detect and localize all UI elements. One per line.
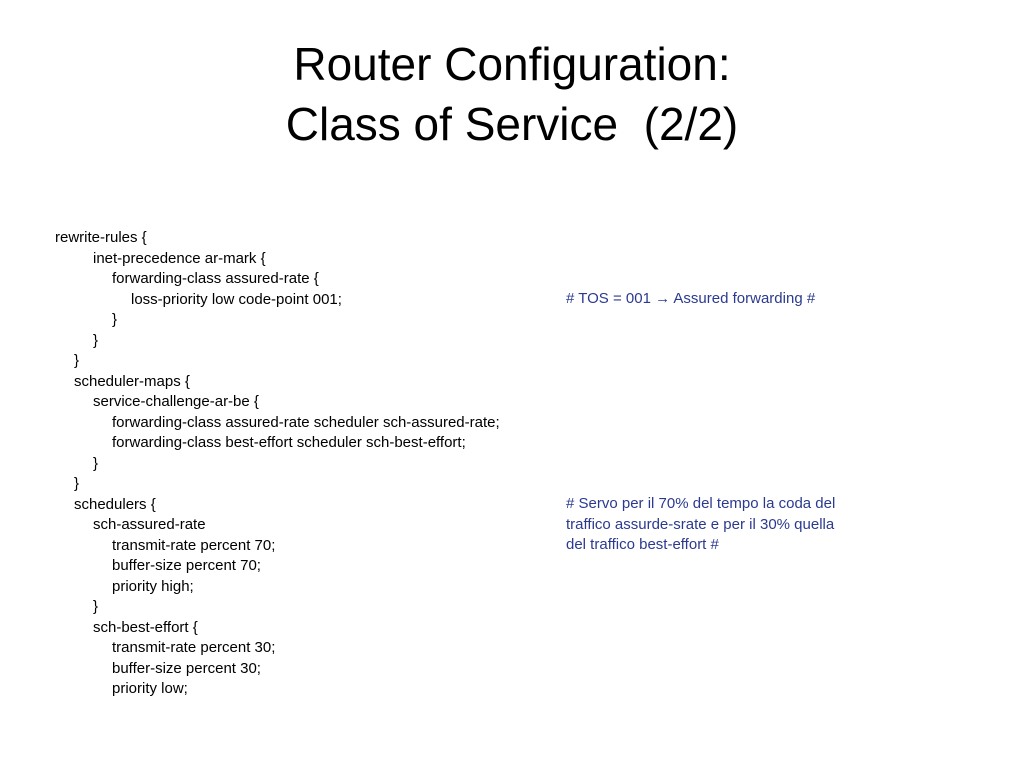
code-line: priority low; xyxy=(112,680,188,697)
scheduler-comment: # Servo per il 70% del tempo la coda del… xyxy=(566,494,835,556)
code-line: scheduler-maps { xyxy=(74,372,190,390)
code-line: forwarding-class best-effort scheduler s… xyxy=(112,434,466,451)
code-line: } xyxy=(112,311,118,328)
code-line: } xyxy=(74,352,80,369)
title-line-2: Class of Service (2/2) xyxy=(285,98,739,150)
code-line: service-challenge-ar-be { xyxy=(93,393,259,410)
scheduler-comment-line: del traffico best-effort # xyxy=(566,536,719,553)
code-line: sch-assured-rate xyxy=(93,516,206,533)
code-line: sch-best-effort { xyxy=(93,618,198,636)
scheduler-comment-line: # Servo per il 70% del tempo la coda del xyxy=(566,495,836,512)
code-line: rewrite-rules { xyxy=(55,229,147,246)
code-line: } xyxy=(93,454,99,472)
code-line: buffer-size percent 70; xyxy=(112,557,261,574)
config-code-block: rewrite-rules { inet-precedence ar-mark … xyxy=(55,228,500,700)
code-line: forwarding-class assured-rate scheduler … xyxy=(112,413,500,431)
code-line: } xyxy=(74,475,80,492)
slide-title: Router Configuration: Class of Service (… xyxy=(0,34,1024,154)
code-line: transmit-rate percent 30; xyxy=(112,639,276,656)
code-line: schedulers { xyxy=(74,495,156,513)
tos-comment: # TOS = 001 → Assured forwarding # xyxy=(566,289,815,310)
code-line: priority high; xyxy=(112,577,194,595)
code-line: forwarding-class assured-rate { xyxy=(112,270,319,287)
tos-comment-text: # TOS = 001 → Assured forwarding # xyxy=(566,290,816,307)
code-line: } xyxy=(93,598,99,615)
code-line: loss-priority low code-point 001; xyxy=(131,290,342,308)
code-line: inet-precedence ar-mark { xyxy=(93,249,266,267)
code-line: transmit-rate percent 70; xyxy=(112,536,276,554)
code-line: buffer-size percent 30; xyxy=(112,659,261,677)
code-line: } xyxy=(93,331,99,349)
scheduler-comment-line: traffico assurde-srate e per il 30% quel… xyxy=(566,515,835,533)
title-line-1: Router Configuration: xyxy=(293,38,731,90)
